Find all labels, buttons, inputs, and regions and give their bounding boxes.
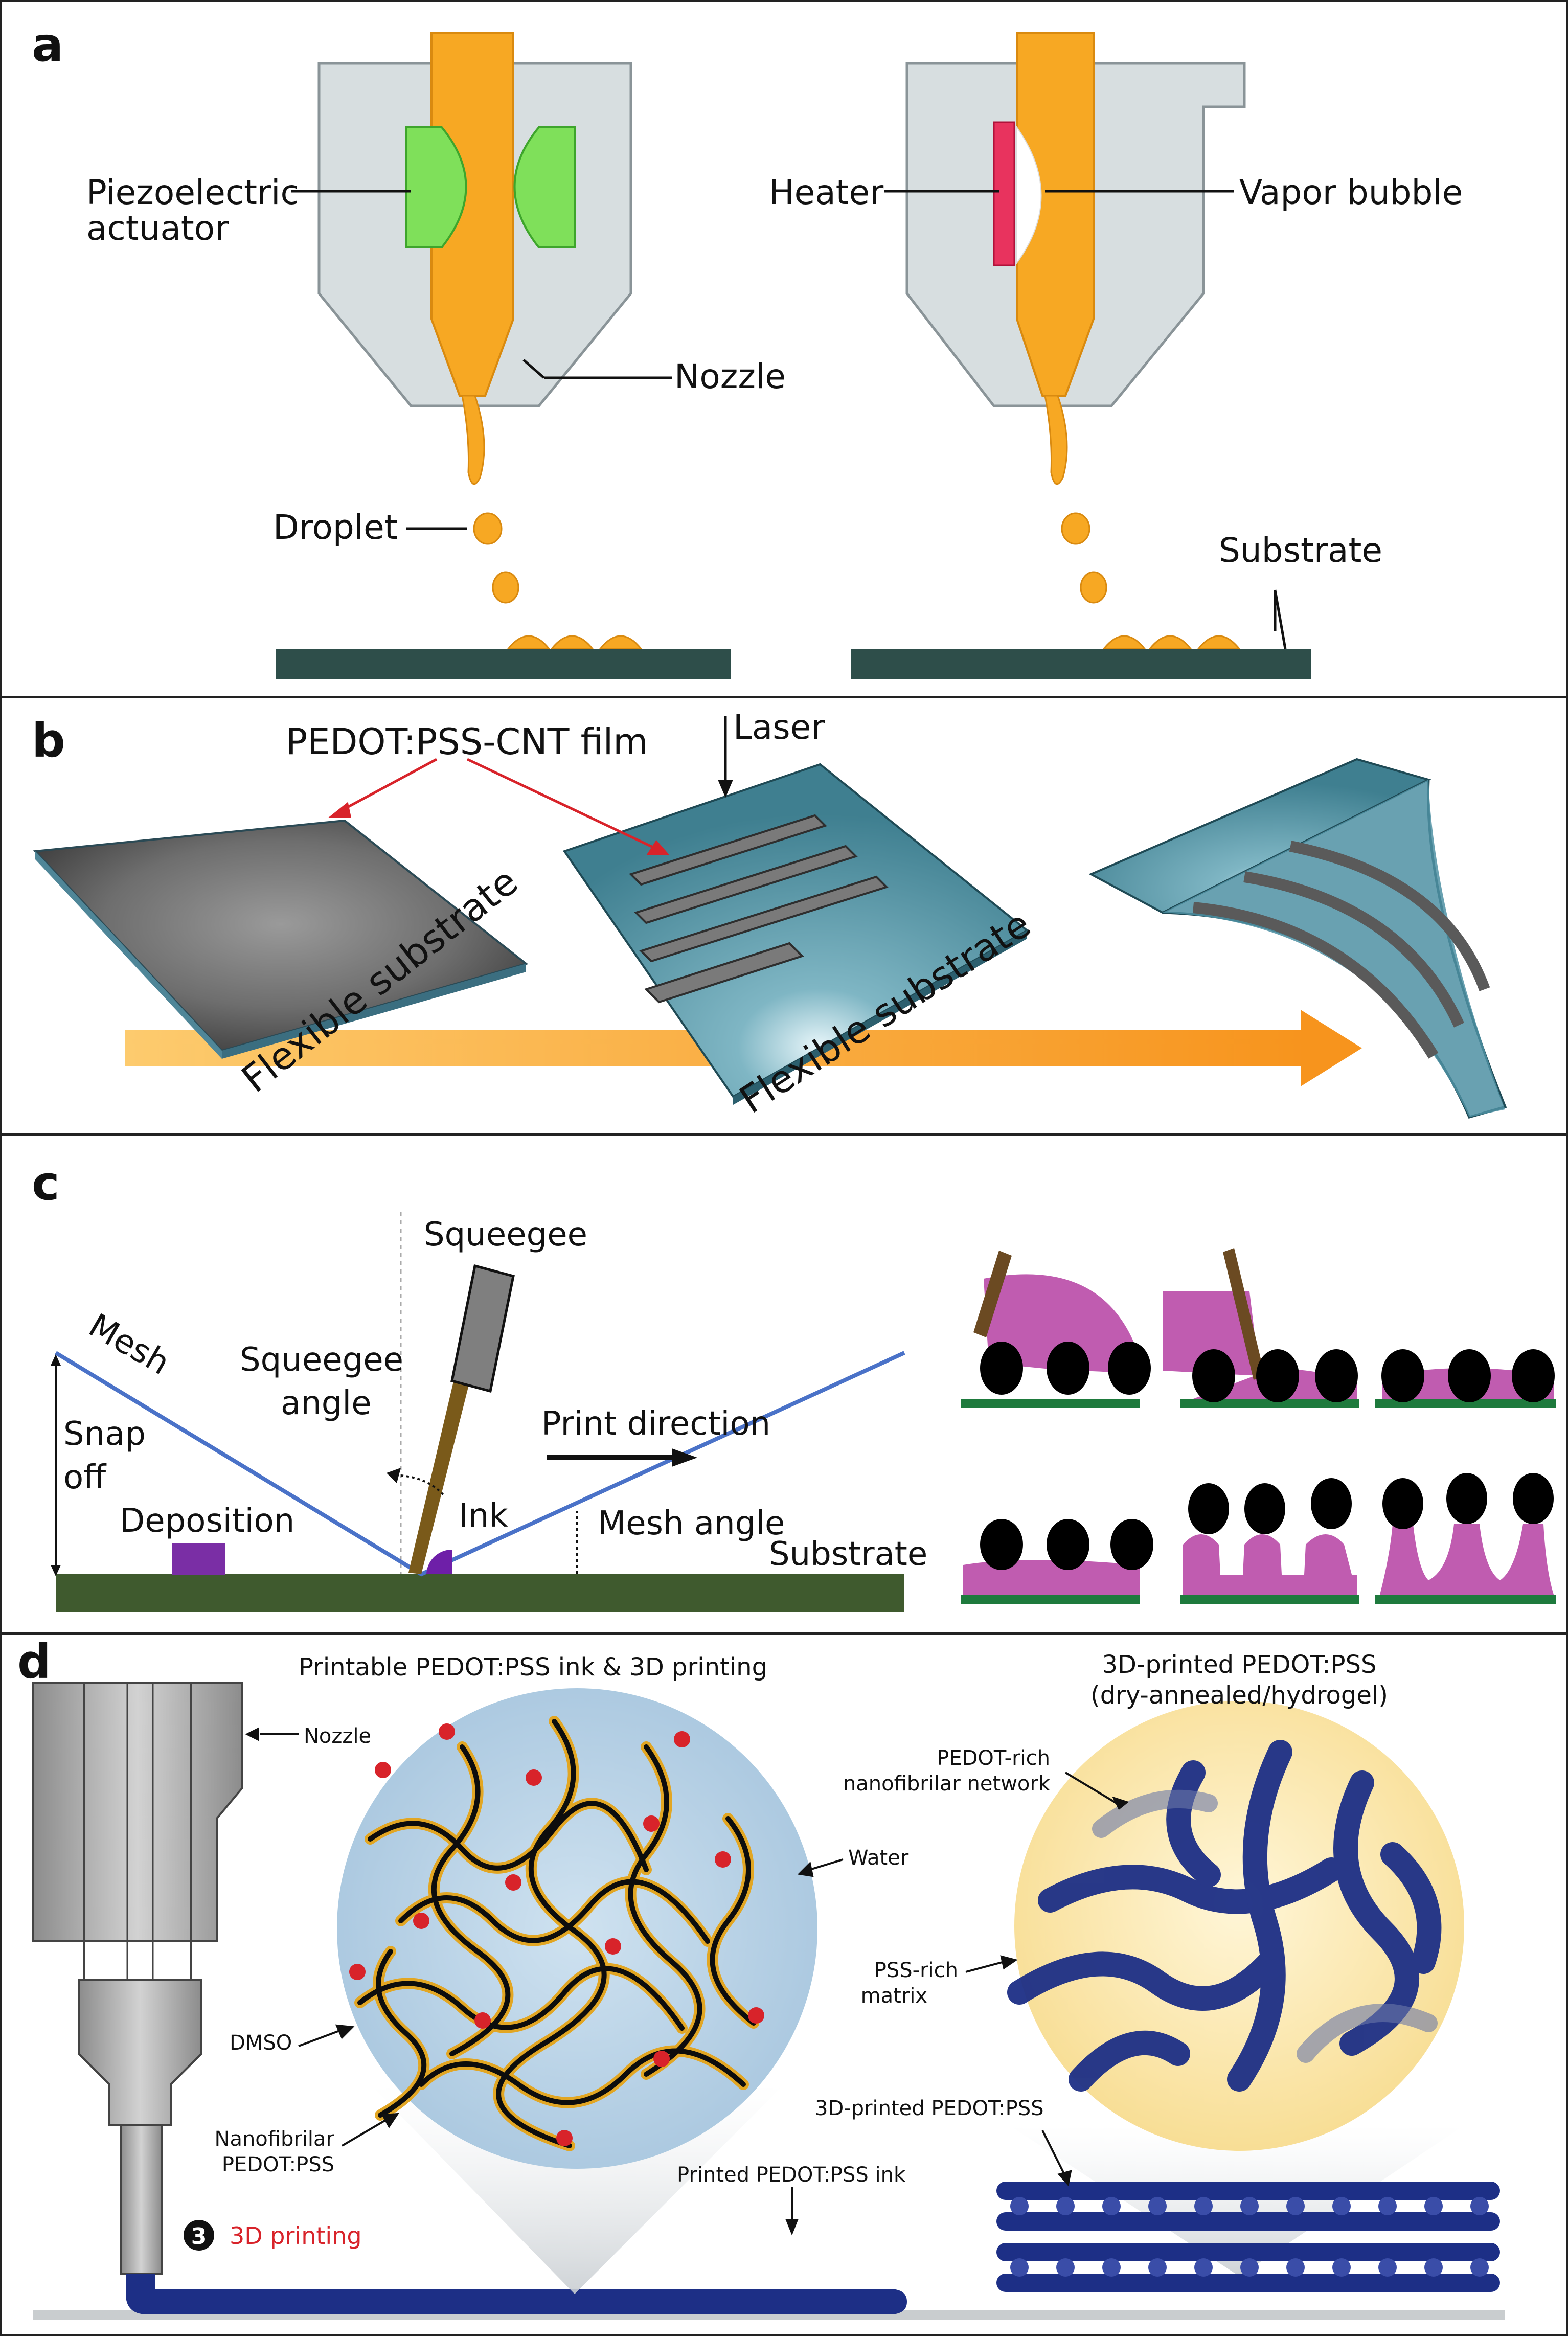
screen-print-schematic bbox=[51, 1212, 905, 1612]
printed-microstructure-circle bbox=[1007, 1701, 1464, 2151]
deposition-label: Deposition bbox=[120, 1502, 294, 1540]
panel-letter-b: b bbox=[32, 713, 65, 768]
film-label: PEDOT:PSS-CNT film bbox=[286, 721, 648, 763]
print-direction-label: Print direction bbox=[541, 1405, 770, 1443]
leader-lines-a bbox=[291, 190, 1287, 649]
piezoelectric-label-line2: actuator bbox=[86, 209, 229, 248]
pss-rich-label-line1: PSS-rich bbox=[874, 1959, 958, 1982]
panel-letter-d: d bbox=[17, 1635, 51, 1689]
printed-ink-label: Printed PEDOT:PSS ink bbox=[677, 2163, 906, 2187]
heater-label: Heater bbox=[769, 173, 884, 212]
dmso-label: DMSO bbox=[230, 2031, 292, 2055]
vapor-bubble-label: Vapor bubble bbox=[1239, 173, 1463, 212]
substrate-label-a: Substrate bbox=[1219, 531, 1382, 570]
panel-c: c bbox=[0, 1133, 1568, 1635]
substrate-label-c: Substrate bbox=[769, 1535, 927, 1573]
laser-beam bbox=[718, 716, 733, 798]
nanofibrilar-label-line1: Nanofibrilar bbox=[215, 2127, 335, 2151]
squeegee-label: Squeegee bbox=[424, 1216, 587, 1254]
pointer-arrows-d bbox=[245, 1727, 1129, 2236]
panel-letter-c: c bbox=[32, 1156, 60, 1211]
thermal-printhead bbox=[851, 32, 1311, 679]
printed-lattice bbox=[996, 2182, 1500, 2292]
mesh-angle-label: Mesh angle bbox=[598, 1505, 785, 1542]
nozzle-label-d: Nozzle bbox=[304, 1724, 371, 1748]
ink-microstructure-circle bbox=[337, 1688, 817, 2169]
nozzle-label: Nozzle bbox=[674, 357, 786, 396]
step-label: 3D printing bbox=[230, 2222, 362, 2250]
piezo-printhead bbox=[276, 32, 731, 679]
panel-letter-a: a bbox=[32, 17, 64, 72]
panel-b: b bbox=[0, 696, 1568, 1136]
3d-printing-diagram: 3 3D printing Printable PEDOT:PSS ink & … bbox=[32, 1650, 1505, 2320]
pedot-rich-label-line1: PEDOT-rich bbox=[937, 1746, 1050, 1770]
panel-d: d bbox=[0, 1632, 1568, 2336]
screen-printing-diagram: Squeegee Print direction Mesh Squeegee a… bbox=[51, 1212, 1556, 1612]
squeegee-angle-label-line2: angle bbox=[281, 1384, 372, 1422]
step-number: 3 bbox=[191, 2223, 207, 2250]
3d-printed-label: 3D-printed PEDOT:PSS bbox=[815, 2097, 1043, 2120]
bent-device-3 bbox=[1088, 758, 1507, 1119]
inkjet-diagram: Piezoelectric actuator Nozzle Droplet He… bbox=[86, 32, 1463, 679]
laser-patterning-diagram: PEDOT:PSS-CNT film Laser Flexible substr… bbox=[33, 708, 1507, 1122]
pss-rich-label-line2: matrix bbox=[861, 1984, 927, 2008]
patterned-substrate-2 bbox=[562, 763, 1029, 1105]
title-right-line2: (dry-annealed/hydrogel) bbox=[1090, 1681, 1388, 1710]
laser-label: Laser bbox=[733, 708, 825, 747]
pedot-rich-label-line2: nanofibrilar network bbox=[843, 1772, 1051, 1796]
ink-label: Ink bbox=[459, 1497, 508, 1535]
film-substrate-1 bbox=[33, 819, 529, 1059]
piezoelectric-label-line1: Piezoelectric bbox=[86, 173, 299, 212]
step-badge bbox=[184, 2220, 214, 2251]
mesh-label: Mesh bbox=[82, 1307, 176, 1382]
snap-off-label-line1: Snap bbox=[63, 1415, 146, 1453]
film-pointer-arrows bbox=[328, 758, 670, 855]
zoom-cone-right bbox=[1009, 2125, 1464, 2276]
title-left: Printable PEDOT:PSS ink & 3D printing bbox=[299, 1653, 767, 1682]
water-label: Water bbox=[848, 1846, 909, 1870]
3d-nozzle bbox=[32, 1682, 907, 2314]
snap-off-label-line2: off bbox=[63, 1459, 107, 1496]
droplet-label: Droplet bbox=[273, 508, 398, 547]
title-right-line1: 3D-printed PEDOT:PSS bbox=[1102, 1650, 1377, 1679]
squeegee-angle-label-line1: Squeegee bbox=[240, 1341, 403, 1379]
paste-stages bbox=[961, 1248, 1556, 1604]
nanofibrilar-label-line2: PEDOT:PSS bbox=[222, 2153, 334, 2176]
panel-a: a bbox=[0, 0, 1568, 698]
